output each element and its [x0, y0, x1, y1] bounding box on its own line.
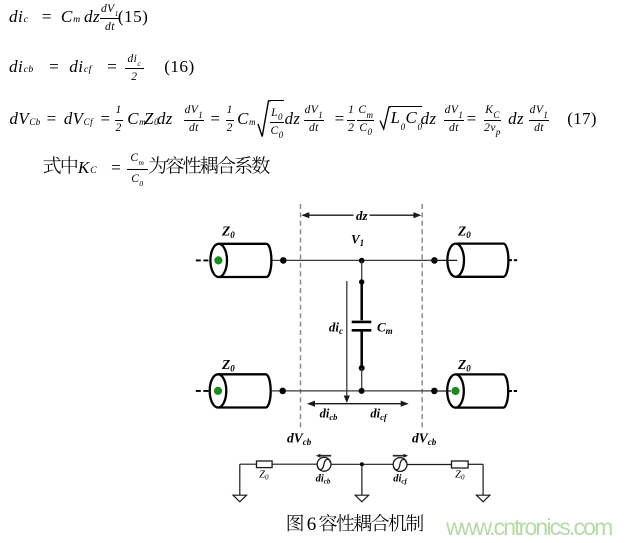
svg-text:dicb: dicb — [320, 407, 338, 422]
svg-text:dVcb: dVcb — [412, 431, 437, 448]
svg-text:dic: dic — [329, 320, 343, 337]
svg-text:dVcb: dVcb — [287, 431, 312, 448]
svg-text:dicf: dicf — [370, 407, 388, 422]
svg-text:Z0: Z0 — [457, 357, 471, 374]
svg-text:dz: dz — [356, 208, 369, 223]
svg-text:Cm: Cm — [377, 320, 393, 337]
svg-text:6: 6 — [307, 514, 317, 535]
svg-text:Z0: Z0 — [457, 224, 471, 241]
svg-text:V1: V1 — [351, 232, 364, 249]
svg-text:dicf: dicf — [393, 474, 407, 486]
svg-text:Z0: Z0 — [221, 224, 235, 241]
svg-text:Z0: Z0 — [259, 470, 269, 482]
svg-text:Z0: Z0 — [221, 357, 235, 374]
svg-text:www.cntronics.com: www.cntronics.com — [445, 514, 612, 540]
svg-text:Z0: Z0 — [455, 470, 465, 482]
svg-text:dicb: dicb — [316, 474, 331, 486]
